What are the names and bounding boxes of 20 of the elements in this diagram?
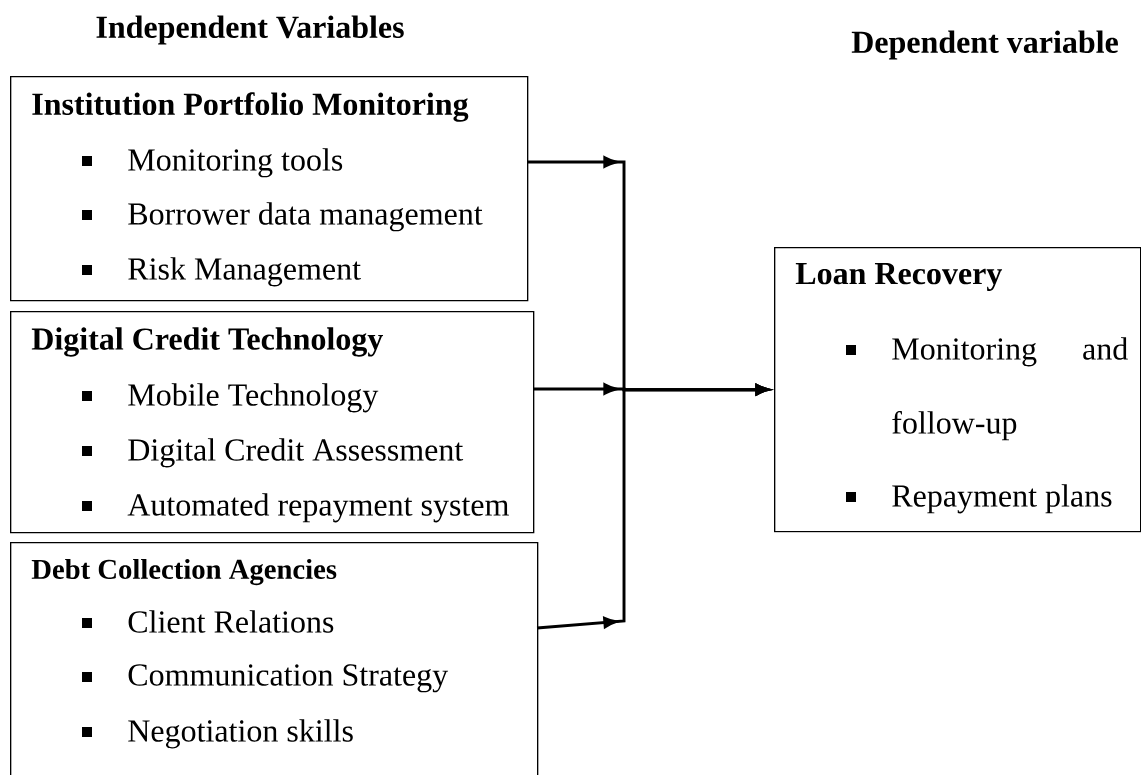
bullet-item: Monitoring tools [82,148,343,178]
bullet-item: Automated repayment system [82,493,509,523]
variable-box [10,76,529,302]
variable-box [10,542,539,775]
bullet-item: Monitoring and follow-up [846,337,1128,441]
box-heading: Institution Portfolio Monitoring [32,92,469,122]
box-heading: Digital Credit Technology [31,327,383,357]
box-heading: Debt Collection Agencies [31,558,337,586]
column-heading: Dependent variable [851,30,1118,60]
bullet-item: Negotiation skills [82,719,353,749]
bullet-item: Mobile Technology [82,383,379,413]
bullet-item: Borrower data management [82,202,483,232]
bullet-item: Repayment plans [846,484,1112,514]
bullet-item: Client Relations [82,610,334,633]
box-heading: Loan Recovery [795,263,1003,291]
variable-box [10,311,535,534]
bullet-item: Communication Strategy [82,664,449,693]
column-heading: Independent Variables [96,15,404,45]
bullet-item: Digital Credit Assessment [82,438,464,468]
bullet-item: Risk Management [82,257,361,287]
